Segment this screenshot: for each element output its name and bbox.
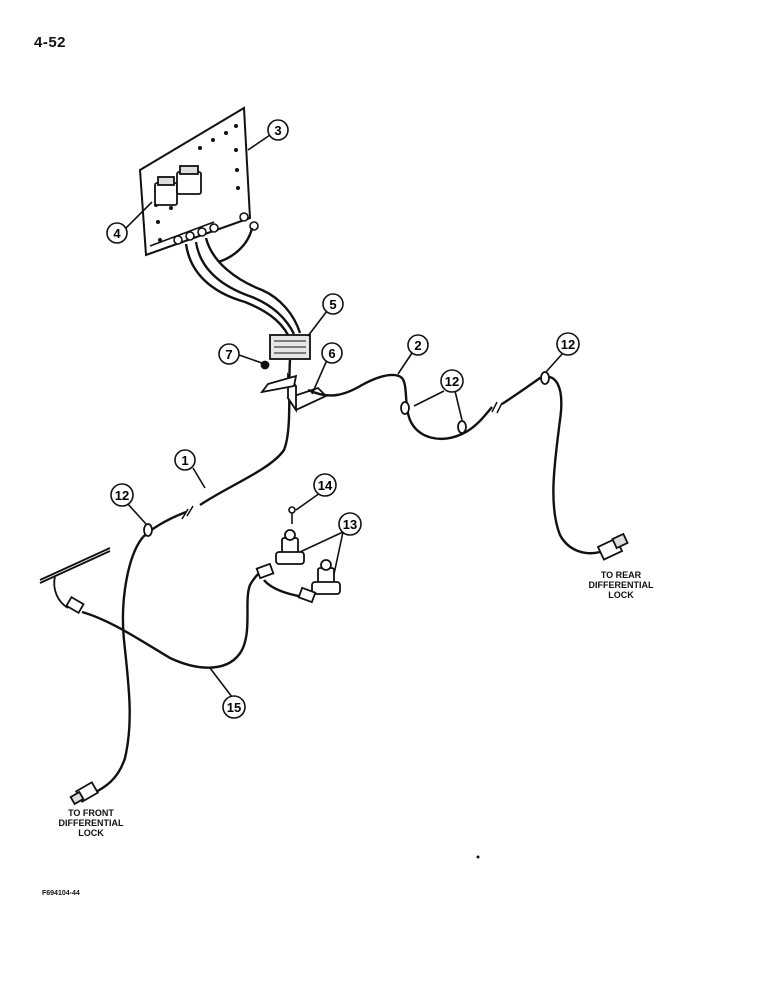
callouts [124,134,564,698]
callout-14: 14 [313,473,337,497]
callout-6: 6 [321,342,343,364]
callout-13: 13 [338,512,362,536]
front-lock-connector [69,781,100,806]
callout-3: 3 [267,119,289,141]
switch-connectors [255,562,317,604]
harness-clips [143,371,550,537]
terminal-strip [149,212,259,247]
stray-dot [476,855,480,859]
svg-text:14: 14 [318,478,333,493]
svg-text:12: 12 [561,337,575,352]
svg-text:3: 3 [274,123,281,138]
rear-lock-caption: TO REAR DIFFERENTIAL LOCK [578,570,664,600]
svg-text:13: 13 [343,517,357,532]
switch-13-upper [275,529,305,565]
svg-text:7: 7 [225,347,232,362]
rear-lock-caption-line: DIFFERENTIAL [588,580,654,590]
connector-5 [269,334,311,360]
front-lock-caption: TO FRONT DIFFERENTIAL LOCK [48,808,134,838]
switch-13-lower [311,559,341,595]
callout-12-left: 12 [110,483,134,507]
callout-15: 15 [222,695,246,719]
screw-14 [288,506,296,524]
svg-text:2: 2 [414,338,421,353]
callout-2: 2 [407,334,429,356]
plate-harness-wires [184,227,302,336]
front-lock-caption-line: TO FRONT [68,808,114,818]
callout-12-right: 12 [556,332,580,356]
relay-right [176,165,202,195]
svg-text:12: 12 [445,374,459,389]
callout-4: 4 [106,222,128,244]
callout-7: 7 [218,343,240,365]
switch-rod [39,547,111,615]
svg-text:5: 5 [329,297,336,312]
svg-text:1: 1 [181,453,188,468]
page-number: 4-52 [34,34,67,51]
relay-left [154,176,178,206]
svg-text:12: 12 [115,488,129,503]
svg-text:6: 6 [328,346,335,361]
front-lock-caption-line: DIFFERENTIAL [58,818,124,828]
harness-break-marks [181,401,503,520]
callout-12-middle: 12 [440,369,464,393]
callout-5: 5 [322,293,344,315]
front-lock-caption-line: LOCK [78,828,104,838]
rear-lock-caption-line: TO REAR [600,570,642,580]
ground-terminal-7 [259,360,298,394]
callout-1: 1 [174,449,196,471]
figure-code: F694104-44 [42,890,80,897]
rear-lock-caption-line: LOCK [608,590,634,600]
svg-text:4: 4 [113,226,121,241]
rear-lock-connector [596,532,629,561]
harness-15 [81,566,313,669]
svg-text:15: 15 [227,700,241,715]
